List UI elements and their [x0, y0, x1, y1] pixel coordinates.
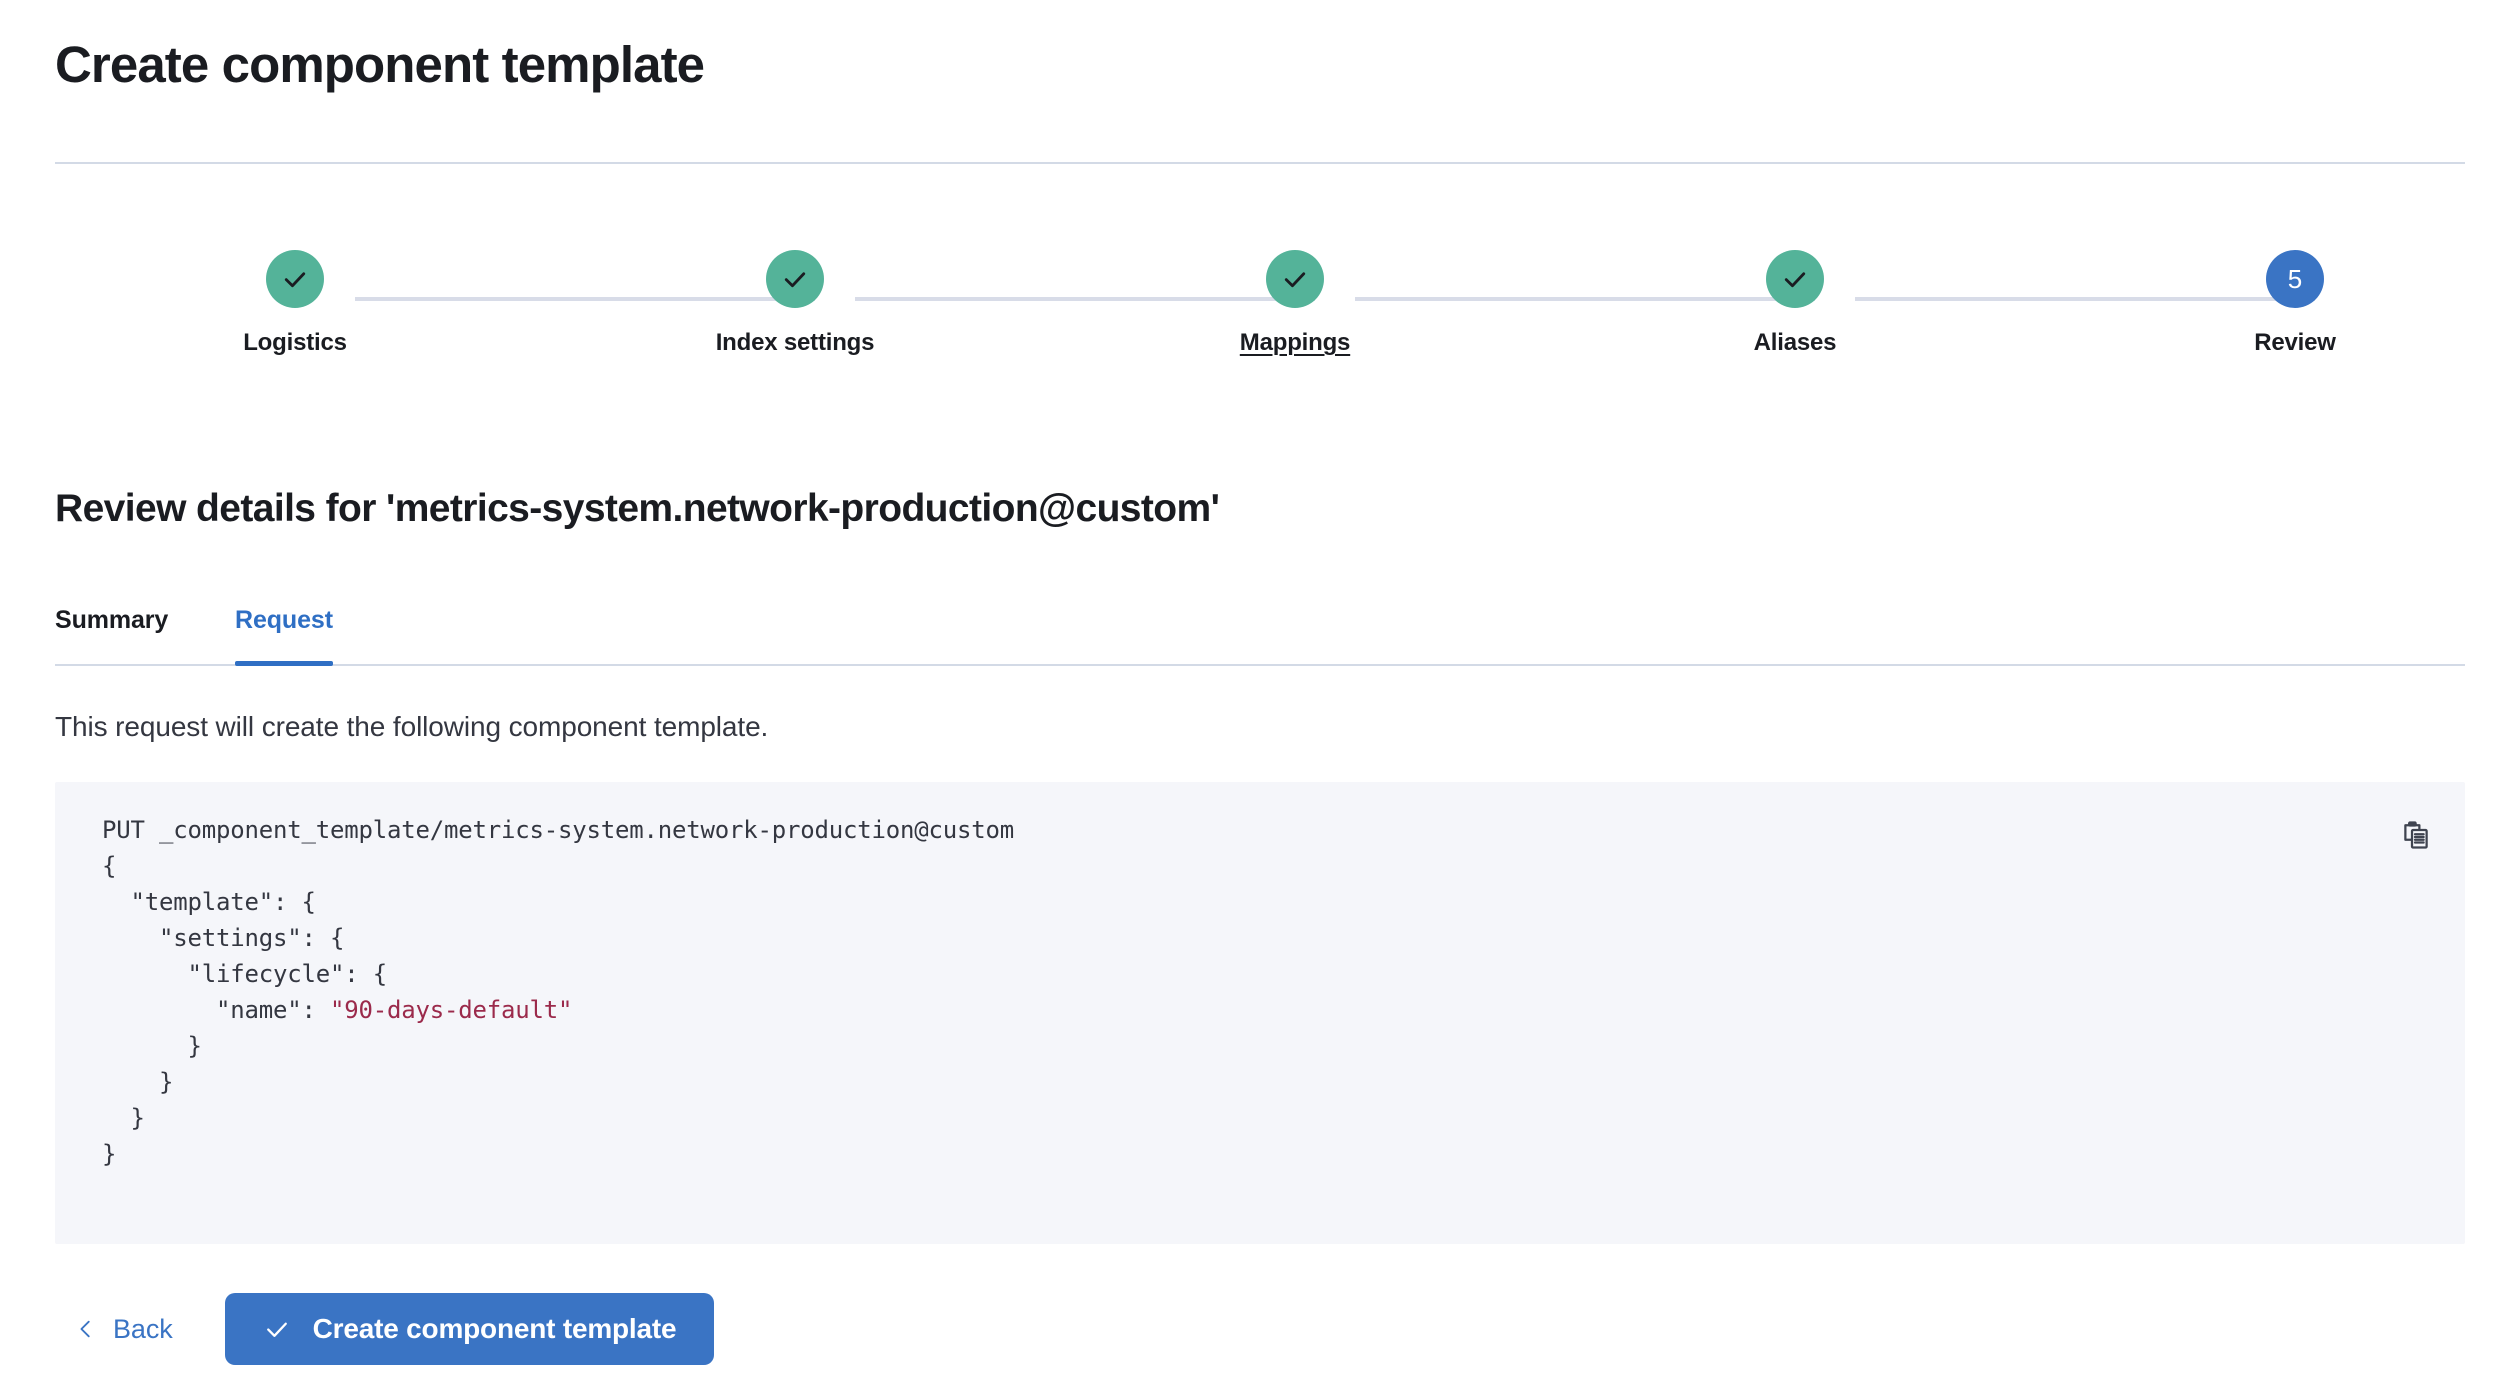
code-line-2: "settings": {	[102, 924, 345, 952]
review-tabs: Summary Request	[55, 600, 2465, 666]
step-connector-2-3	[855, 297, 1315, 301]
check-icon	[266, 1322, 287, 1337]
check-icon	[1284, 272, 1306, 288]
back-button[interactable]: Back	[55, 1296, 193, 1362]
check-icon	[284, 272, 306, 288]
code-line-7: }	[102, 1104, 145, 1132]
tab-request-label: Request	[235, 606, 333, 634]
code-line-1: "template": {	[102, 888, 316, 916]
code-line-4: "name":	[102, 996, 330, 1024]
code-method-line: PUT _component_template/metrics-system.n…	[102, 816, 1014, 844]
tab-active-underline	[235, 661, 333, 666]
request-code-panel: PUT _component_template/metrics-system.n…	[55, 782, 2465, 1244]
page-title: Create component template	[55, 36, 705, 93]
request-code-block: PUT _component_template/metrics-system.n…	[102, 812, 1014, 1172]
stepper-step-index-settings[interactable]: Index settings	[635, 250, 955, 357]
step-connector-1-2	[355, 297, 815, 301]
step-connector-3-4	[1355, 297, 1815, 301]
wizard-stepper: Logistics Index settings Mappings Aliase…	[55, 250, 2465, 380]
code-line-0: {	[102, 852, 117, 880]
step-bubble-review: 5	[2266, 250, 2324, 308]
header-divider	[55, 162, 2465, 164]
stepper-step-mappings[interactable]: Mappings	[1135, 250, 1455, 357]
code-line-5: }	[102, 1032, 202, 1060]
step-bubble-index-settings	[766, 250, 824, 308]
request-description: This request will create the following c…	[55, 711, 769, 742]
step-bubble-aliases	[1766, 250, 1824, 308]
code-line-8: }	[102, 1140, 117, 1168]
tab-summary[interactable]: Summary	[55, 606, 169, 634]
stepper-label-index-settings: Index settings	[715, 329, 875, 356]
step-bubble-mappings	[1266, 250, 1324, 308]
check-icon	[784, 272, 806, 288]
back-button-label: Back	[113, 1313, 173, 1344]
stepper-step-logistics[interactable]: Logistics	[135, 250, 455, 357]
step-bubble-logistics	[266, 250, 324, 308]
wizard-footer: Back Create component template	[55, 1290, 715, 1368]
create-button-label: Create component template	[312, 1313, 677, 1344]
step-number-review: 5	[2287, 264, 2303, 294]
stepper-label-aliases: Aliases	[1753, 329, 1837, 356]
tabs-divider	[55, 664, 2465, 666]
stepper-step-aliases[interactable]: Aliases	[1635, 250, 1955, 357]
stepper-label-mappings[interactable]: Mappings	[1239, 329, 1351, 356]
copy-clipboard-icon	[2404, 821, 2428, 849]
review-details-heading: Review details for 'metrics-system.netwo…	[55, 487, 1220, 530]
step-connector-4-5	[1855, 297, 2315, 301]
code-line-3: "lifecycle": {	[102, 960, 387, 988]
tab-request[interactable]: Request	[235, 600, 333, 666]
code-string-value: "90-days-default"	[330, 996, 573, 1024]
chevron-left-icon	[80, 1320, 90, 1338]
create-component-template-button[interactable]: Create component template	[224, 1293, 715, 1365]
check-icon	[1784, 272, 1806, 288]
code-line-6: }	[102, 1068, 174, 1096]
stepper-label-logistics: Logistics	[243, 329, 347, 356]
stepper-label-review: Review	[2254, 329, 2336, 356]
copy-to-clipboard-button[interactable]	[2393, 812, 2439, 858]
stepper-step-review[interactable]: 5 Review	[2135, 250, 2455, 357]
